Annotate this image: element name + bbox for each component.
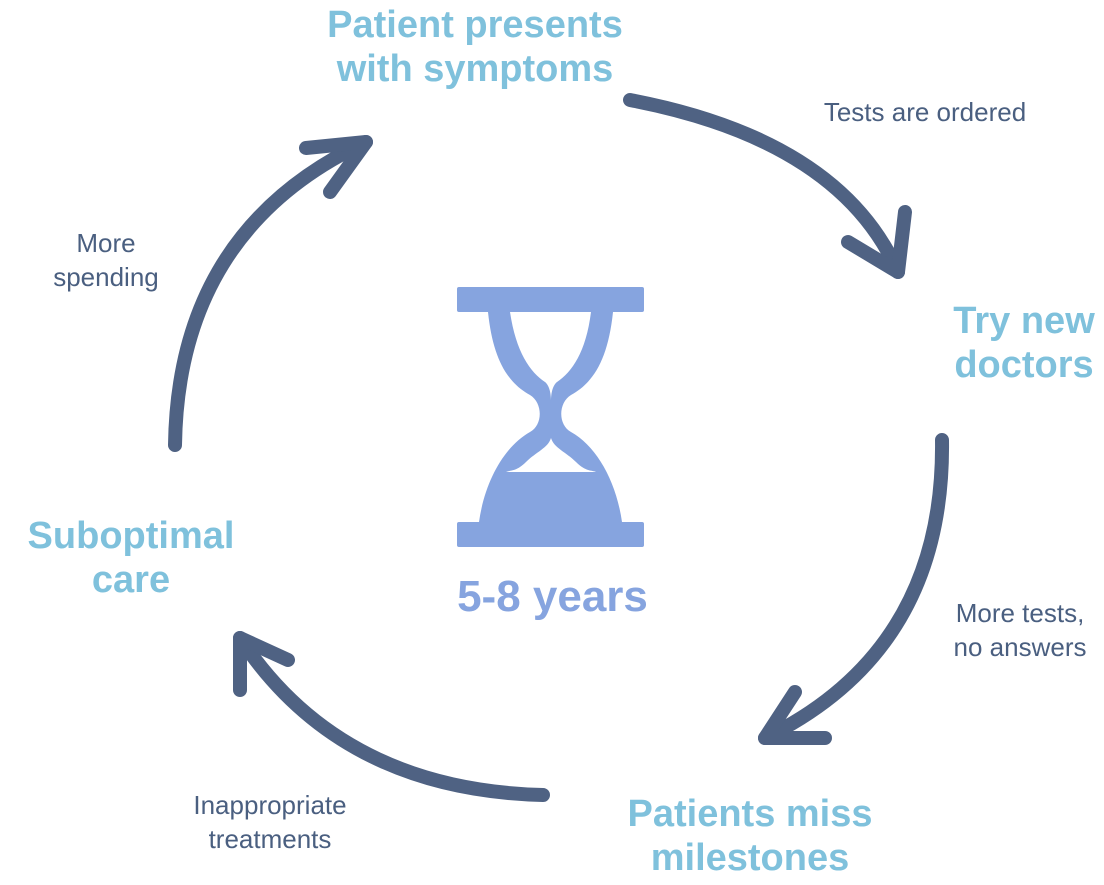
stage-label-line: Patient presents bbox=[327, 4, 623, 46]
stage-try-new-doctors: Try new doctors bbox=[934, 299, 1104, 387]
transition-more-spending: More spending bbox=[36, 226, 176, 294]
stage-label-line: with symptoms bbox=[336, 48, 614, 90]
transition-label-line: treatments bbox=[208, 824, 332, 854]
transition-more-tests: More tests, no answers bbox=[925, 596, 1104, 664]
transition-label-line: spending bbox=[53, 262, 159, 292]
arrow-milestones-to-care bbox=[233, 631, 550, 802]
transition-tests-ordered: Tests are ordered bbox=[790, 95, 1060, 129]
transition-label-line: no answers bbox=[953, 632, 1087, 662]
stage-label-line: Patients miss bbox=[627, 793, 873, 835]
stage-label-line: doctors bbox=[954, 344, 1094, 386]
stage-patients-miss-milestones: Patients miss milestones bbox=[590, 792, 910, 880]
transition-label-line: Tests are ordered bbox=[823, 97, 1027, 127]
arrow-doctors-to-milestones bbox=[758, 433, 950, 745]
transition-label-line: More tests, bbox=[955, 598, 1085, 628]
stage-label-line: care bbox=[91, 559, 171, 601]
stage-label-line: milestones bbox=[650, 837, 850, 879]
stage-patient-presents: Patient presents with symptoms bbox=[290, 3, 660, 91]
stage-label-line: Suboptimal bbox=[27, 515, 235, 557]
duration-label: 5-8 years bbox=[457, 572, 648, 621]
transition-label-line: Inappropriate bbox=[193, 790, 347, 820]
arrow-presents-to-doctors bbox=[623, 93, 912, 279]
hourglass-icon bbox=[457, 287, 644, 547]
stage-label-line: Try new bbox=[953, 300, 1095, 342]
stage-suboptimal-care: Suboptimal care bbox=[0, 514, 262, 602]
transition-inappropriate-treatments: Inappropriate treatments bbox=[160, 788, 380, 856]
transition-label-line: More bbox=[76, 228, 136, 258]
arrow-care-to-presents bbox=[168, 135, 373, 452]
